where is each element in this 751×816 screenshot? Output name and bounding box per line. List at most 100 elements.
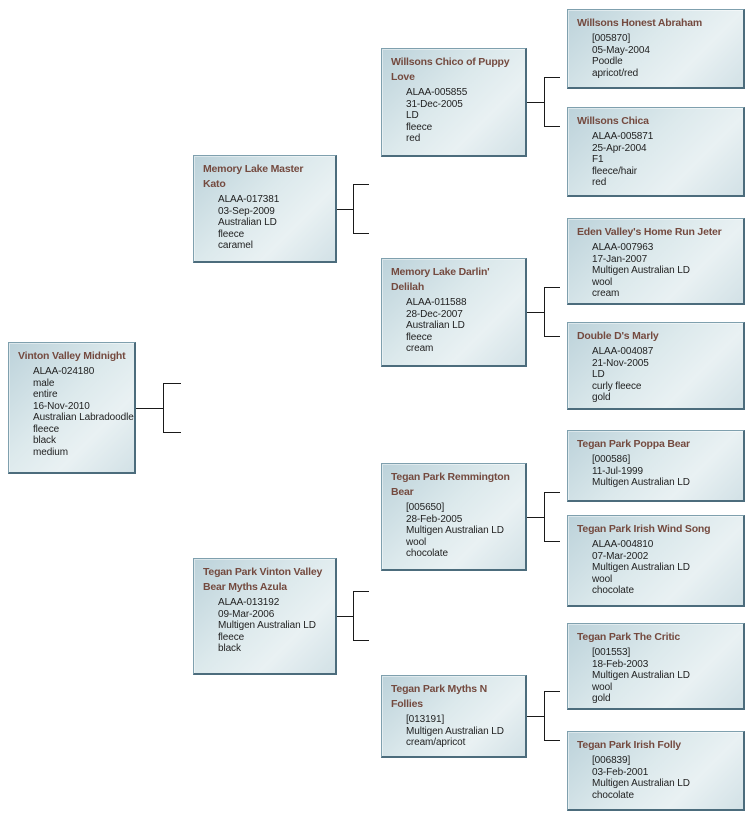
dog-name: Tegan Park Myths N Follies xyxy=(391,683,487,710)
dog-name: Tegan Park Poppa Bear xyxy=(577,438,690,450)
connector-line xyxy=(136,408,163,409)
pedigree-node-willsons-honest-abraham[interactable]: Willsons Honest Abraham [005870]05-May-2… xyxy=(567,9,745,89)
dog-detail-line: gold xyxy=(592,693,611,704)
dog-name: Tegan Park Irish Folly xyxy=(577,739,681,751)
dog-detail-line: 28-Dec-2007 xyxy=(406,308,463,320)
connector-bracket xyxy=(544,691,560,741)
connector-line xyxy=(527,517,544,518)
dog-detail-line: ALAA-004810 xyxy=(592,539,654,550)
dog-detail-line: fleece/hair xyxy=(592,165,638,177)
dog-detail-line: [013191] xyxy=(406,714,445,725)
dog-detail-line: fleece xyxy=(406,331,433,343)
dog-detail-line: Australian LD xyxy=(218,217,277,228)
dog-detail-line: wool xyxy=(592,681,613,693)
dog-detail-line: 11-Jul-1999 xyxy=(592,465,643,477)
dog-detail-line: fleece xyxy=(218,631,245,643)
dog-detail-line: wool xyxy=(592,573,613,585)
dog-detail-line: apricot/red xyxy=(592,67,639,79)
pedigree-node-tegan-park-myths-n-follies[interactable]: Tegan Park Myths N Follies [013191]Multi… xyxy=(381,675,527,758)
connector-bracket xyxy=(353,591,369,641)
dog-detail-line: 03-Sep-2009 xyxy=(218,205,275,217)
pedigree-node-tegan-park-the-critic[interactable]: Tegan Park The Critic [001553]18-Feb-200… xyxy=(567,623,745,710)
dog-detail-line: Multigen Australian LD xyxy=(592,778,690,789)
dog-name: Tegan Park Vinton Valley Bear Myths Azul… xyxy=(203,566,323,593)
connector-bracket xyxy=(353,184,369,234)
pedigree-node-tegan-park-irish-folly[interactable]: Tegan Park Irish Folly [006839]03-Feb-20… xyxy=(567,731,745,811)
dog-detail-line: F1 xyxy=(592,154,604,165)
connector-bracket xyxy=(163,383,181,433)
connector-bracket xyxy=(544,287,560,337)
dog-name: Willsons Honest Abraham xyxy=(577,17,703,29)
dog-detail-line: 31-Dec-2005 xyxy=(406,98,463,110)
dog-name: Eden Valley's Home Run Jeter xyxy=(577,226,722,238)
dog-detail-line: ALAA-005855 xyxy=(406,87,468,98)
pedigree-node-tegan-park-poppa-bear[interactable]: Tegan Park Poppa Bear [000586]11-Jul-199… xyxy=(567,430,745,502)
dog-detail-line: fleece xyxy=(33,423,60,435)
dog-detail-line: ALAA-011588 xyxy=(406,297,467,308)
dog-name: Vinton Valley Midnight xyxy=(18,350,126,362)
dog-detail-line: cream xyxy=(592,288,620,299)
dog-detail-line: Poodle xyxy=(592,56,623,67)
connector-line xyxy=(337,209,353,210)
dog-detail-line: black xyxy=(33,435,56,446)
dog-detail-line: 16-Nov-2010 xyxy=(33,400,90,412)
dog-detail-line: fleece xyxy=(218,228,245,240)
dog-detail-line: black xyxy=(218,643,241,654)
dog-detail-line: curly fleece xyxy=(592,380,642,392)
dog-detail-line: Multigen Australian LD xyxy=(406,525,504,536)
dog-name: Memory Lake Darlin' Delilah xyxy=(391,266,490,293)
dog-detail-line: medium xyxy=(33,446,68,458)
dog-detail-line: male xyxy=(33,377,55,389)
connector-line xyxy=(337,616,353,617)
dog-detail-line: 03-Feb-2001 xyxy=(592,766,649,778)
dog-name: Tegan Park Remmington Bear xyxy=(391,471,510,498)
dog-detail-line: 05-May-2004 xyxy=(592,44,650,56)
connector-line xyxy=(527,716,544,717)
connector-bracket xyxy=(544,77,560,127)
dog-detail-line: Australian Labradoodle xyxy=(33,412,134,423)
pedigree-node-tegan-park-remmington-bear[interactable]: Tegan Park Remmington Bear [005650]28-Fe… xyxy=(381,463,527,571)
dog-detail-line: 28-Feb-2005 xyxy=(406,513,463,525)
dog-detail-line: [001553] xyxy=(592,647,631,658)
dog-name: Double D's Marly xyxy=(577,330,659,342)
pedigree-node-willsons-chico-of-puppy-love[interactable]: Willsons Chico of Puppy Love ALAA-005855… xyxy=(381,48,527,157)
pedigree-node-eden-valleys-home-run-jeter[interactable]: Eden Valley's Home Run Jeter ALAA-007963… xyxy=(567,218,745,305)
dog-detail-line: ALAA-013192 xyxy=(218,597,280,608)
dog-detail-line: 07-Mar-2002 xyxy=(592,550,649,562)
dog-detail-line: red xyxy=(592,177,607,188)
dog-detail-line: LD xyxy=(592,369,605,380)
dog-detail-line: ALAA-024180 xyxy=(33,366,95,377)
dog-detail-line: Multigen Australian LD xyxy=(592,670,690,681)
dog-detail-line: caramel xyxy=(218,240,253,251)
dog-detail-line: ALAA-017381 xyxy=(218,194,280,205)
dog-detail-line: entire xyxy=(33,389,58,400)
pedigree-node-tegan-park-vinton-valley-bear-myths-azula[interactable]: Tegan Park Vinton Valley Bear Myths Azul… xyxy=(193,558,337,675)
dog-name: Memory Lake Master Kato xyxy=(203,163,304,190)
dog-detail-line: ALAA-005871 xyxy=(592,131,654,142)
dog-detail-line: fleece xyxy=(406,121,433,133)
dog-detail-line: Multigen Australian LD xyxy=(592,265,690,276)
dog-name: Tegan Park The Critic xyxy=(577,631,680,643)
dog-detail-line: Multigen Australian LD xyxy=(406,725,504,737)
dog-detail-line: [000586] xyxy=(592,454,631,465)
dog-detail-line: 09-Mar-2006 xyxy=(218,608,275,620)
dog-detail-line: 25-Apr-2004 xyxy=(592,142,647,154)
dog-detail-line: 18-Feb-2003 xyxy=(592,658,649,670)
dog-detail-line: [005650] xyxy=(406,502,445,513)
